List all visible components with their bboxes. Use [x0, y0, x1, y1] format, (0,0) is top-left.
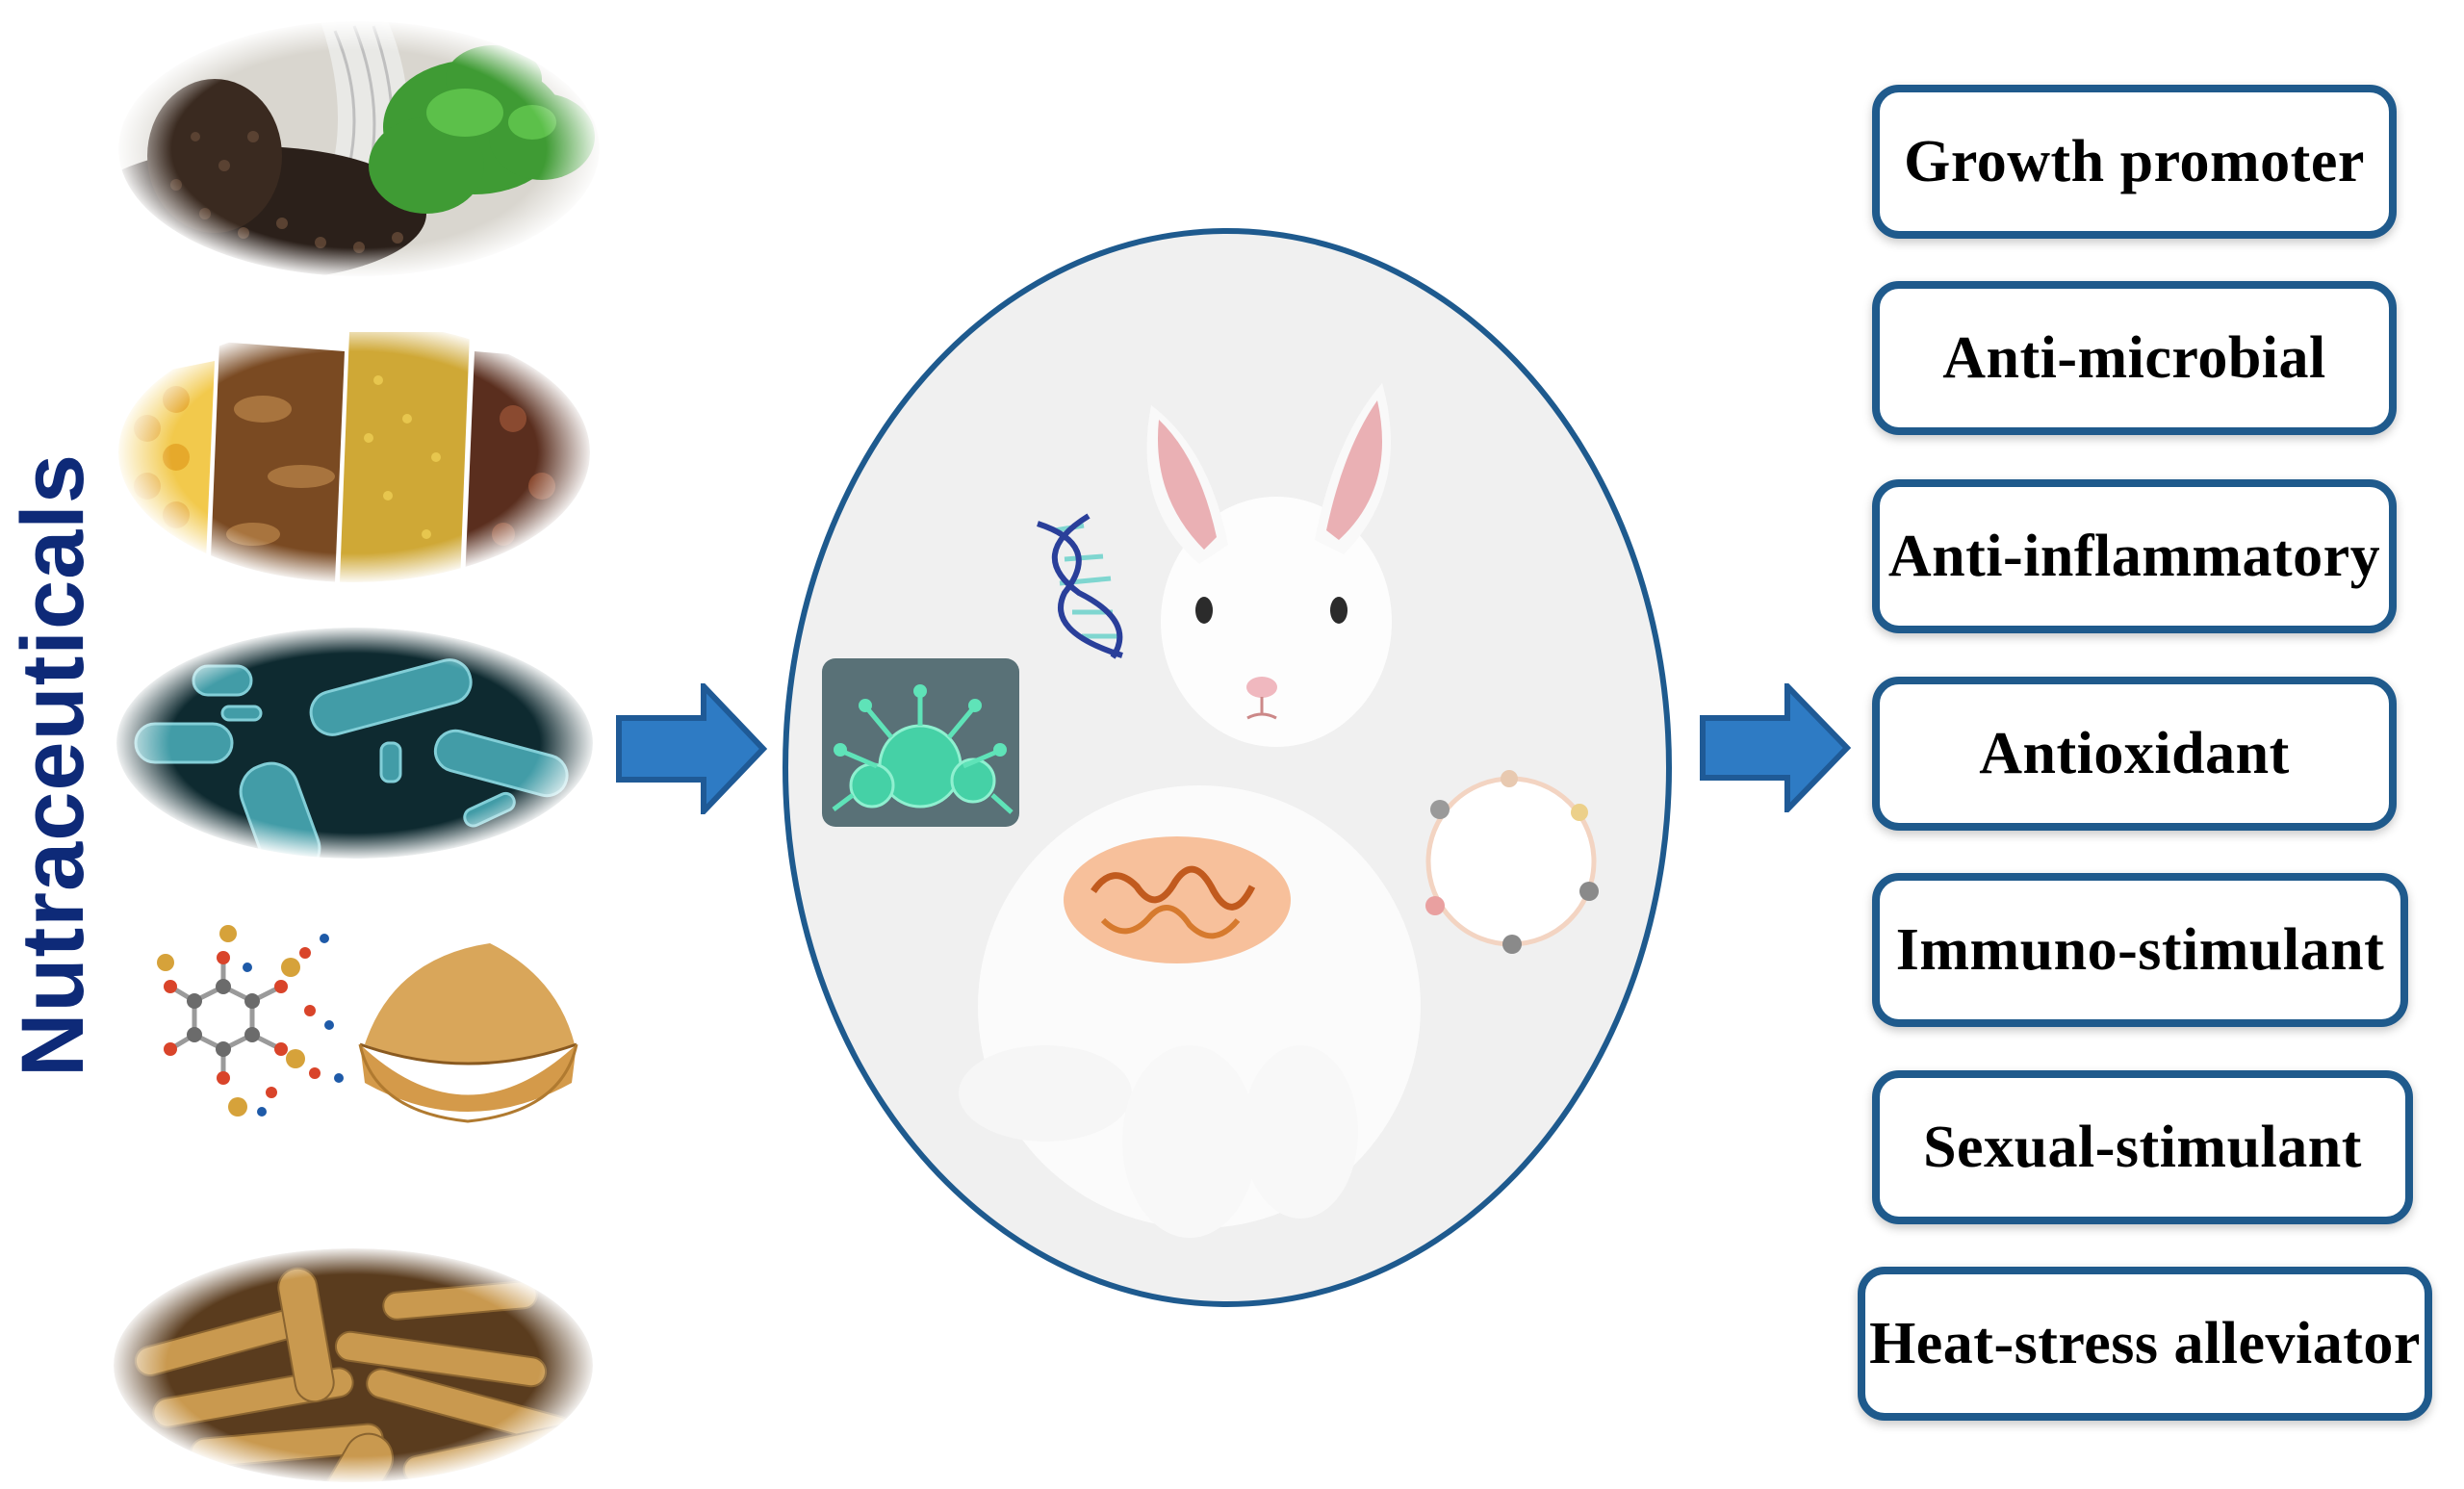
effect-sexual-stimulant: Sexual-stimulant [1872, 1070, 2413, 1224]
effect-anti-microbial: Anti-microbial [1872, 281, 2397, 435]
effect-label: Anti-inflammatory [1887, 523, 2381, 589]
effect-label: Immuno-stimulant [1895, 916, 2385, 983]
input-arrow-icon [616, 683, 768, 814]
nutraceuticals-title: Nutraceuticals [4, 452, 102, 1078]
dna-icon [1037, 513, 1123, 659]
bacteria-image [116, 628, 593, 859]
powder-bowl-image [355, 938, 581, 1126]
cell-membrane-ring-icon [1425, 770, 1599, 954]
effect-label: Anti-microbial [1942, 324, 2326, 391]
effect-label: Antioxidant [1979, 720, 2290, 786]
bee-products-image [118, 322, 590, 582]
effect-anti-inflammatory: Anti-inflammatory [1872, 479, 2397, 633]
effect-immuno-stimulant: Immuno-stimulant [1872, 873, 2408, 1027]
virus-icon [822, 658, 1019, 827]
herbs-and-peppercorns-image [118, 21, 600, 276]
molecule-image [127, 914, 348, 1131]
output-arrow-icon [1700, 683, 1852, 812]
effect-label: Heat-stress alleviator [1869, 1310, 2421, 1376]
rabbit-image [959, 383, 1421, 1238]
effect-label: Growth promoter [1904, 128, 2365, 194]
effect-label: Sexual-stimulant [1923, 1114, 2362, 1180]
larvae-image [114, 1248, 593, 1482]
effect-antioxidant: Antioxidant [1872, 677, 2397, 831]
rabbit-stage [783, 228, 1672, 1307]
gut-icon [1064, 836, 1291, 963]
effect-heat-stress-alleviator: Heat-stress alleviator [1858, 1267, 2432, 1421]
effect-growth-promoter: Growth promoter [1872, 85, 2397, 239]
